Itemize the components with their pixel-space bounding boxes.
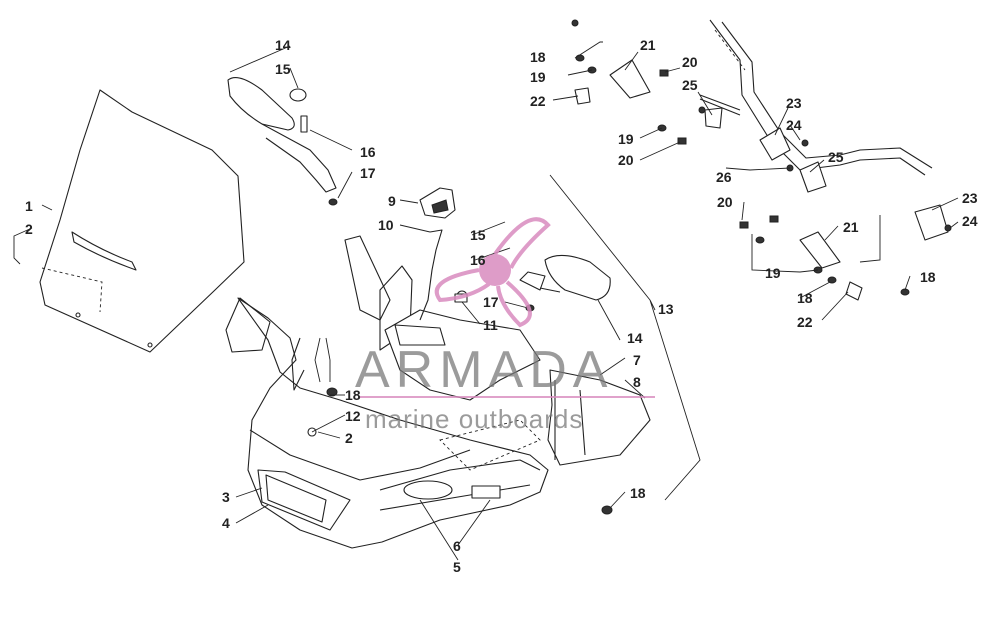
callout-17: 17 (360, 165, 376, 181)
callout-20: 20 (682, 54, 698, 70)
mirror-left (227, 77, 338, 206)
windshield (39, 89, 245, 353)
callout-10: 10 (378, 217, 394, 233)
callout-19: 19 (530, 69, 546, 85)
callout-14: 14 (275, 37, 291, 53)
callout-18: 18 (345, 387, 361, 403)
callout-15: 15 (275, 61, 291, 77)
callout-6: 6 (453, 538, 461, 554)
callout-19: 19 (618, 131, 634, 147)
callout-23: 23 (962, 190, 978, 206)
callout-12: 12 (345, 408, 361, 424)
callout-20: 20 (618, 152, 634, 168)
callout-16: 16 (470, 252, 486, 268)
callout-15: 15 (470, 227, 486, 243)
callout-1: 1 (25, 198, 33, 214)
leader-lines (13, 41, 959, 561)
callout-16: 16 (360, 144, 376, 160)
handlebar-clamp-left (571, 19, 827, 193)
callout-3: 3 (222, 489, 230, 505)
callout-18: 18 (920, 269, 936, 285)
watermark-brand: ARMADA (355, 341, 613, 399)
callouts: 1 2 2 3 4 5 6 7 8 9 10 11 12 13 14 14 15… (25, 37, 978, 575)
handlebar (699, 19, 933, 176)
callout-20: 20 (717, 194, 733, 210)
callout-13: 13 (658, 301, 674, 317)
callout-19: 19 (765, 265, 781, 281)
callout-2: 2 (345, 430, 353, 446)
callout-24: 24 (786, 117, 802, 133)
callout-11: 11 (483, 317, 498, 333)
armada-logo-icon (434, 217, 551, 328)
callout-18: 18 (530, 49, 546, 65)
callout-22: 22 (530, 93, 546, 109)
callout-18: 18 (630, 485, 646, 501)
callout-4: 4 (222, 515, 230, 531)
callout-23: 23 (786, 95, 802, 111)
callout-9: 9 (388, 193, 396, 209)
callout-26: 26 (716, 169, 732, 185)
watermark-tagline: marine outboards (365, 404, 583, 434)
callout-17: 17 (483, 294, 499, 310)
callout-14: 14 (627, 330, 643, 346)
callout-25: 25 (682, 77, 698, 93)
fairing-assembly (225, 235, 651, 549)
callout-22: 22 (797, 314, 813, 330)
horn-light-module (419, 187, 456, 321)
callout-2: 2 (25, 221, 33, 237)
callout-8: 8 (633, 374, 641, 390)
callout-5: 5 (453, 559, 461, 575)
callout-21: 21 (843, 219, 859, 235)
callout-21: 21 (640, 37, 656, 53)
callout-18: 18 (797, 290, 813, 306)
callout-24: 24 (962, 213, 978, 229)
callout-25: 25 (828, 149, 844, 165)
mirror-right (519, 254, 611, 301)
callout-7: 7 (633, 352, 641, 368)
watermark: ARMADA marine outboards (355, 217, 655, 434)
